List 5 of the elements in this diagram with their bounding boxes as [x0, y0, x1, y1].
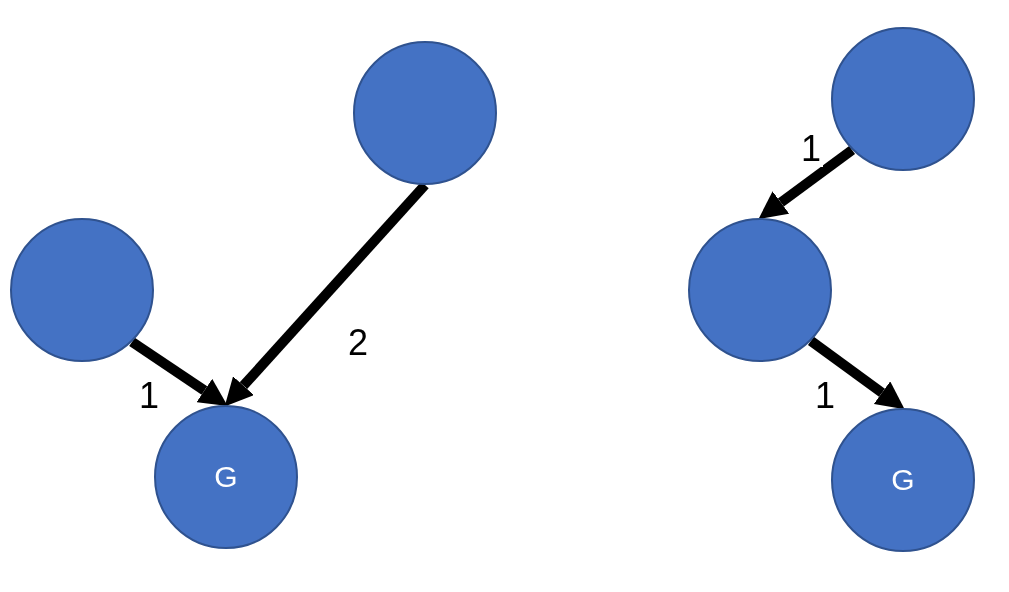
arrow	[758, 145, 856, 220]
node-label: G	[214, 460, 238, 494]
arrow	[807, 336, 905, 410]
arrow	[129, 337, 228, 407]
node-label: G	[891, 463, 915, 497]
